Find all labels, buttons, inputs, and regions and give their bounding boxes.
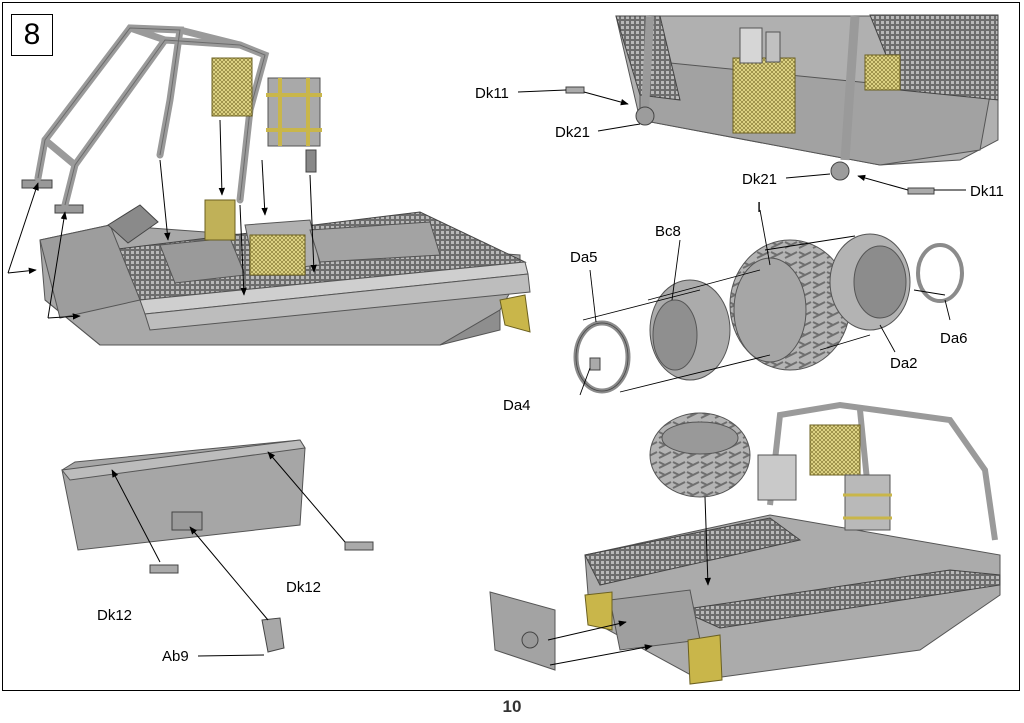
wheel-arrows [579, 209, 951, 396]
assembly-arrows-left [7, 119, 317, 320]
plate-arrows [111, 451, 346, 657]
label-ab9: Ab9 [162, 648, 189, 665]
label-dk21-mid: Dk21 [742, 171, 777, 188]
page-number: 10 [502, 697, 522, 716]
label-dk12-right: Dk12 [286, 579, 321, 596]
label-dk11-top: Dk11 [475, 85, 509, 102]
completed-vehicle-view [489, 401, 1001, 685]
diagram-frame [2, 2, 1020, 691]
mesh-panel-part [211, 57, 253, 117]
label-dk11-mid: Dk11 [970, 183, 1004, 200]
label-da6: Da6 [940, 330, 968, 347]
label-da4: Da4 [503, 397, 531, 414]
label-da2: Da2 [890, 355, 918, 372]
jerrycan-part [267, 77, 321, 147]
label-i: I [757, 199, 761, 216]
rear-plate-view [61, 439, 374, 653]
vehicle-arrows [547, 496, 711, 666]
label-da5: Da5 [570, 249, 598, 266]
step-number: 8 [11, 14, 53, 56]
shackle-arrows [517, 89, 966, 191]
rear-shackle-view [565, 14, 999, 195]
label-dk21-top: Dk21 [555, 124, 590, 141]
wheel-exploded-view [573, 233, 964, 394]
hull-rollcage-view [21, 179, 531, 346]
label-dk12-left: Dk12 [97, 607, 132, 624]
label-bc8: Bc8 [655, 223, 681, 240]
